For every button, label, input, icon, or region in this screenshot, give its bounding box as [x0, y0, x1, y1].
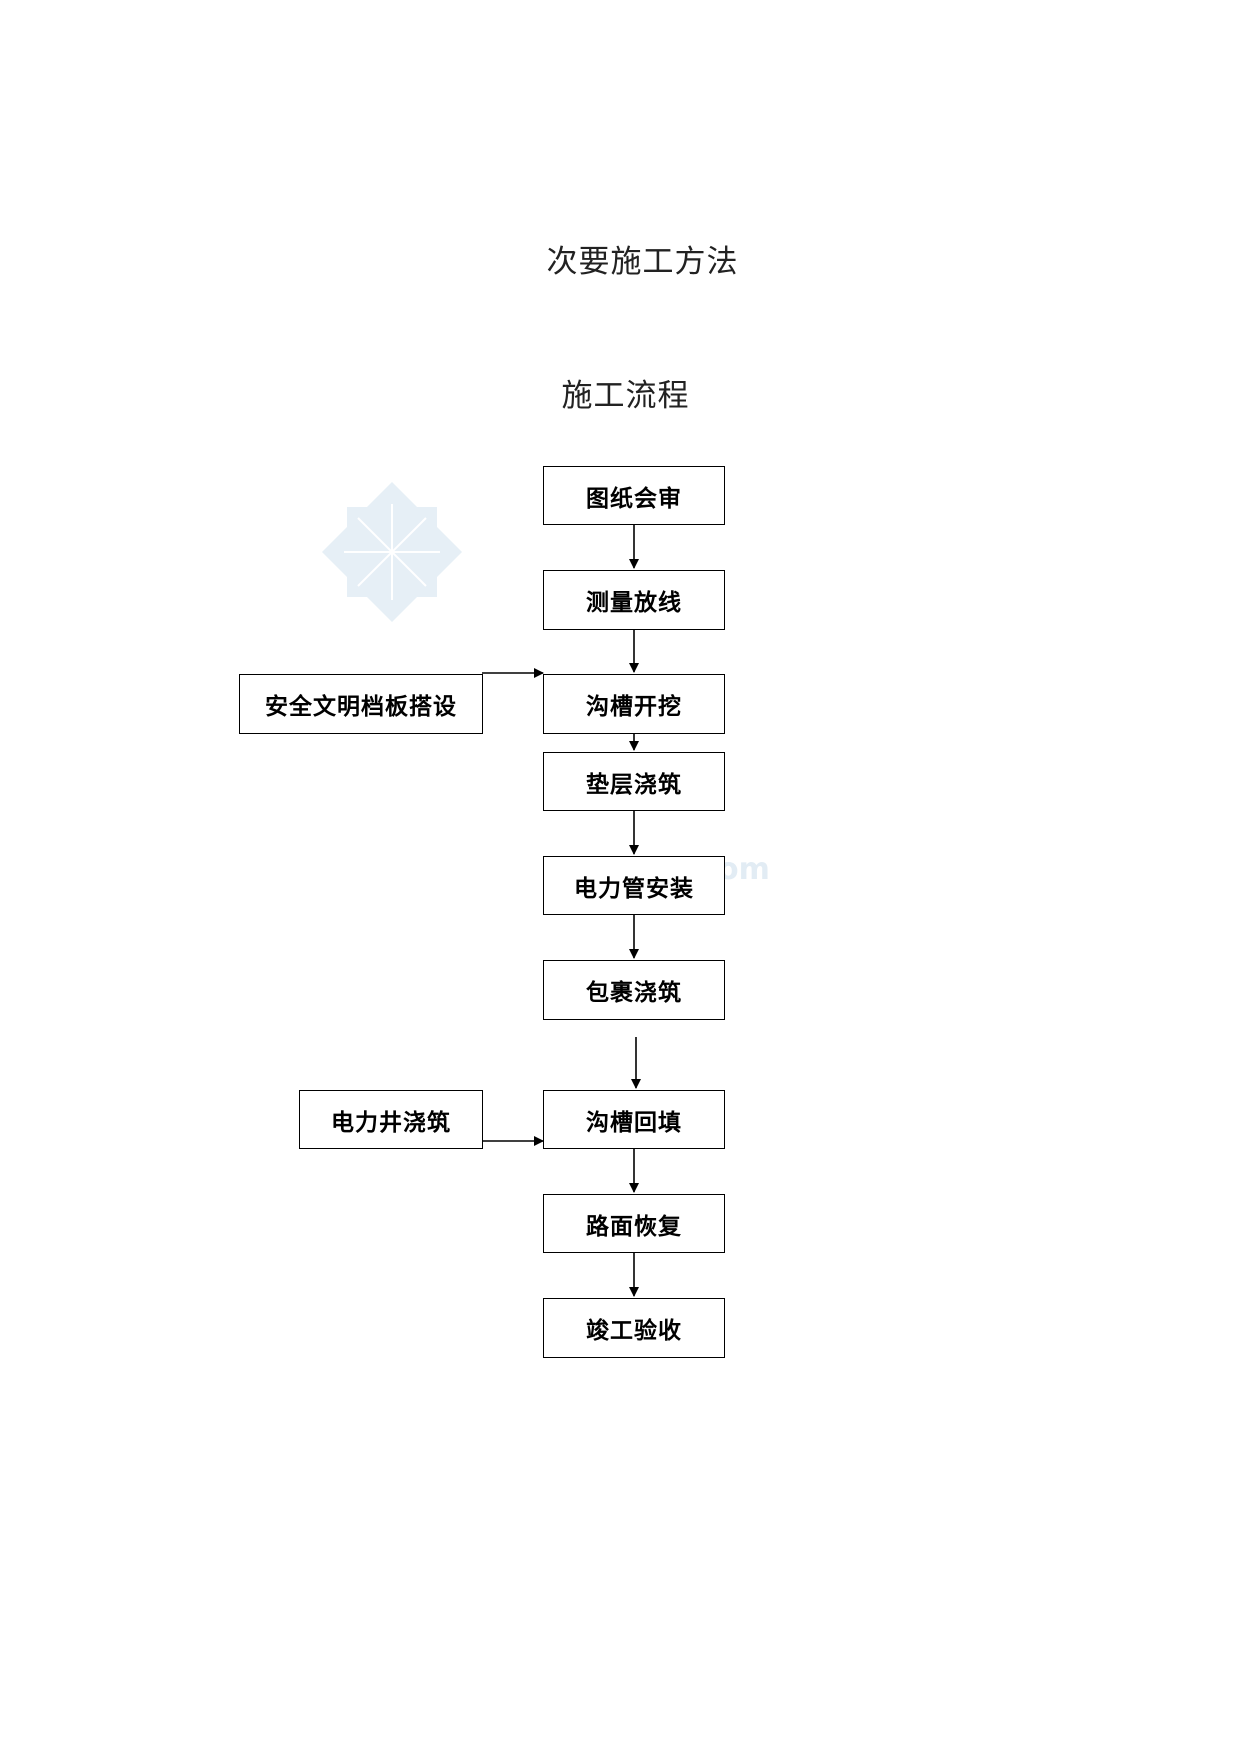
step-cushion-pouring: 垫层浇筑: [543, 752, 725, 811]
step-trench-backfill: 沟槽回填: [543, 1090, 725, 1149]
side-step-safety-barrier: 安全文明档板搭设: [239, 674, 483, 734]
step-road-restoration: 路面恢复: [543, 1194, 725, 1253]
watermark-text: om: [718, 852, 770, 887]
step-survey-layout: 测量放线: [543, 570, 725, 630]
step-power-pipe-install: 电力管安装: [543, 856, 725, 915]
step-completion-acceptance: 竣工验收: [543, 1298, 725, 1358]
step-encasement-pouring: 包裹浇筑: [543, 960, 725, 1020]
step-trench-excavation: 沟槽开挖: [543, 674, 725, 734]
page-title: 次要施工方法: [546, 244, 739, 280]
step-drawing-review: 图纸会审: [543, 466, 725, 525]
watermark-logo-icon: [322, 482, 462, 622]
flowchart-title: 施工流程: [561, 378, 690, 414]
side-step-power-well-pouring: 电力井浇筑: [299, 1090, 483, 1149]
